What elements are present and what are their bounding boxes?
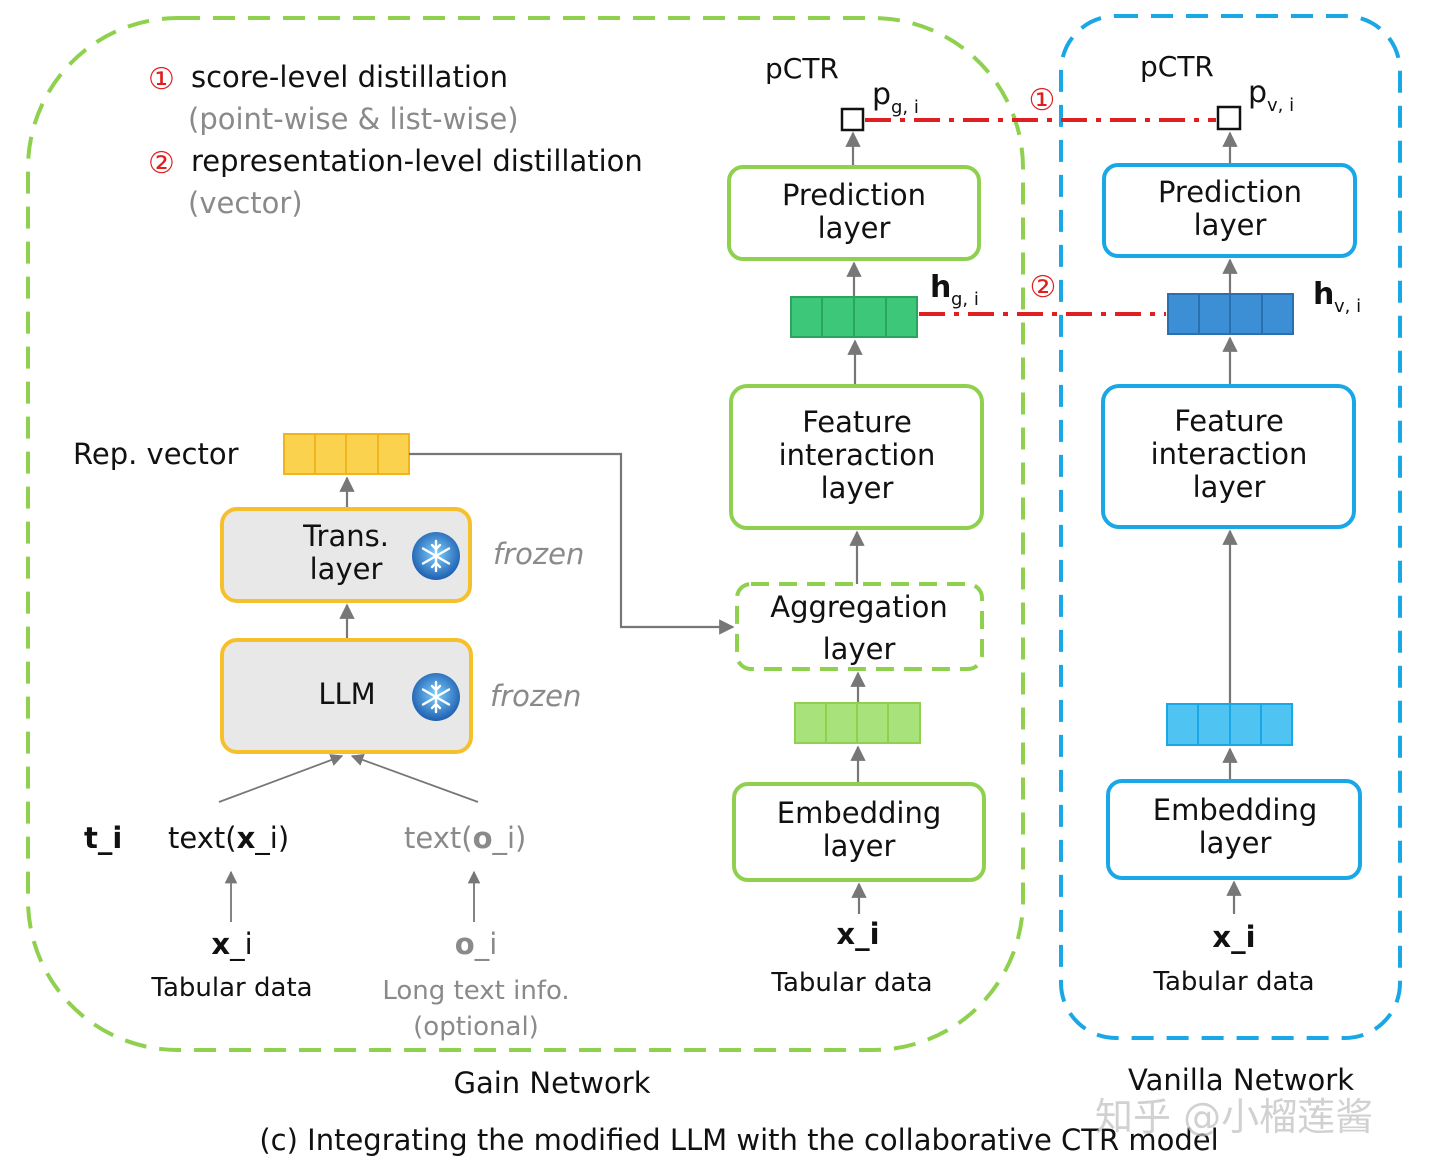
rep-link-marker-bg — [1027, 270, 1059, 302]
llm-x-input: x_i — [211, 927, 252, 961]
rep-vector — [283, 433, 410, 475]
figure-caption: (c) Integrating the modified LLM with th… — [259, 1123, 1218, 1157]
frozen-label-trans: frozen — [493, 537, 584, 571]
trans-label-2: layer — [310, 552, 383, 586]
gain-prediction-layer — [727, 165, 981, 261]
gain-feature-label-1: Feature — [802, 405, 912, 439]
vanilla-network-label: Vanilla Network — [1128, 1063, 1354, 1097]
gain-input-caption: Tabular data — [770, 968, 932, 998]
legend-item-score: score-level distillation — [191, 60, 508, 94]
gain-p-subscript: g, i — [891, 97, 919, 118]
gain-embedding-layer — [732, 782, 986, 882]
legend-marker-1: ① — [148, 62, 175, 97]
vanilla-pctr-output — [1216, 105, 1242, 131]
gain-prediction-label-2: layer — [818, 211, 891, 245]
gain-aggregation-label-1: Aggregation — [770, 590, 948, 624]
rep-link-marker: ② — [1030, 270, 1057, 305]
vanilla-feature-label-3: layer — [1193, 470, 1266, 504]
t-i-label: t_i — [84, 821, 122, 855]
gain-feature-label-3: layer — [821, 471, 894, 505]
vanilla-embedding-layer — [1106, 779, 1362, 880]
gain-p-label: p — [872, 77, 891, 112]
gain-prediction-label-1: Prediction — [782, 178, 926, 212]
score-link-marker-bg — [1026, 83, 1058, 115]
gain-network-label: Gain Network — [454, 1066, 651, 1100]
legend-marker-2: ② — [148, 146, 175, 181]
arrow-text-o-to-llm — [350, 753, 479, 803]
gain-h-label: h — [930, 270, 951, 305]
snowflake-icon — [412, 532, 460, 580]
arrow-rep-to-aggregation — [409, 452, 735, 635]
vanilla-h-label: h — [1313, 277, 1334, 312]
vanilla-input-caption: Tabular data — [1152, 967, 1314, 997]
vanilla-feature-label-2: interaction — [1151, 437, 1308, 471]
gain-pctr-label: pCTR — [765, 52, 839, 85]
snowflake-icon — [412, 673, 460, 721]
gain-aggregation-layer — [735, 582, 984, 671]
watermark: 知乎 @小榴莲酱 — [1095, 1095, 1373, 1139]
llm-o-caption-1: Long text info. — [382, 976, 569, 1006]
vanilla-feature-interaction-layer — [1101, 384, 1356, 529]
gain-feature-interaction-layer — [729, 384, 984, 530]
llm-block — [220, 638, 473, 754]
llm-x-caption: Tabular data — [150, 973, 312, 1003]
vanilla-input-label: x_i — [1212, 920, 1255, 954]
llm-label: LLM — [318, 677, 375, 711]
frozen-label-llm: frozen — [490, 679, 581, 713]
vanilla-p-subscript: v, i — [1267, 95, 1294, 116]
vanilla-h-vector — [1167, 293, 1294, 335]
rep-vector-label: Rep. vector — [73, 437, 239, 471]
vanilla-prediction-label-1: Prediction — [1158, 175, 1302, 209]
vanilla-prediction-label-2: layer — [1194, 208, 1267, 242]
text-x-label: text(x_i) — [168, 821, 289, 855]
gain-embedding-vector — [794, 702, 921, 744]
trans-label-1: Trans. — [302, 519, 389, 553]
arrow-text-x-to-llm — [218, 754, 344, 803]
legend-item-score-sub: (point-wise & list-wise) — [188, 102, 519, 136]
trans-layer — [220, 507, 472, 603]
legend: ① score-level distillation (point-wise &… — [148, 60, 643, 220]
text-o-label: text(o_i) — [404, 821, 526, 855]
vanilla-network-frame — [1059, 14, 1402, 1040]
score-link-marker: ① — [1029, 83, 1056, 118]
gain-h-vector — [790, 296, 918, 338]
vanilla-embedding-label-2: layer — [1199, 826, 1272, 860]
gain-network-frame — [26, 16, 1025, 1052]
vanilla-p-label: p — [1248, 75, 1267, 110]
gain-embedding-label-2: layer — [823, 829, 896, 863]
gain-feature-label-2: interaction — [779, 438, 936, 472]
llm-o-caption-2: (optional) — [413, 1012, 539, 1042]
vanilla-embedding-vector — [1166, 703, 1293, 746]
gain-input-label: x_i — [836, 917, 879, 951]
vanilla-pctr-label: pCTR — [1140, 50, 1214, 83]
gain-embedding-label-1: Embedding — [777, 796, 941, 830]
legend-item-representation-sub: (vector) — [188, 186, 303, 220]
vanilla-prediction-layer — [1102, 163, 1357, 258]
llm-o-input: o_i — [455, 927, 498, 961]
legend-item-representation: representation-level distillation — [191, 144, 643, 178]
gain-pctr-output — [840, 107, 865, 132]
gain-aggregation-label-2: layer — [823, 632, 896, 666]
gain-h-subscript: g, i — [951, 289, 979, 310]
vanilla-h-subscript: v, i — [1334, 296, 1361, 317]
vanilla-feature-label-1: Feature — [1174, 404, 1284, 438]
vanilla-embedding-label-1: Embedding — [1153, 793, 1317, 827]
